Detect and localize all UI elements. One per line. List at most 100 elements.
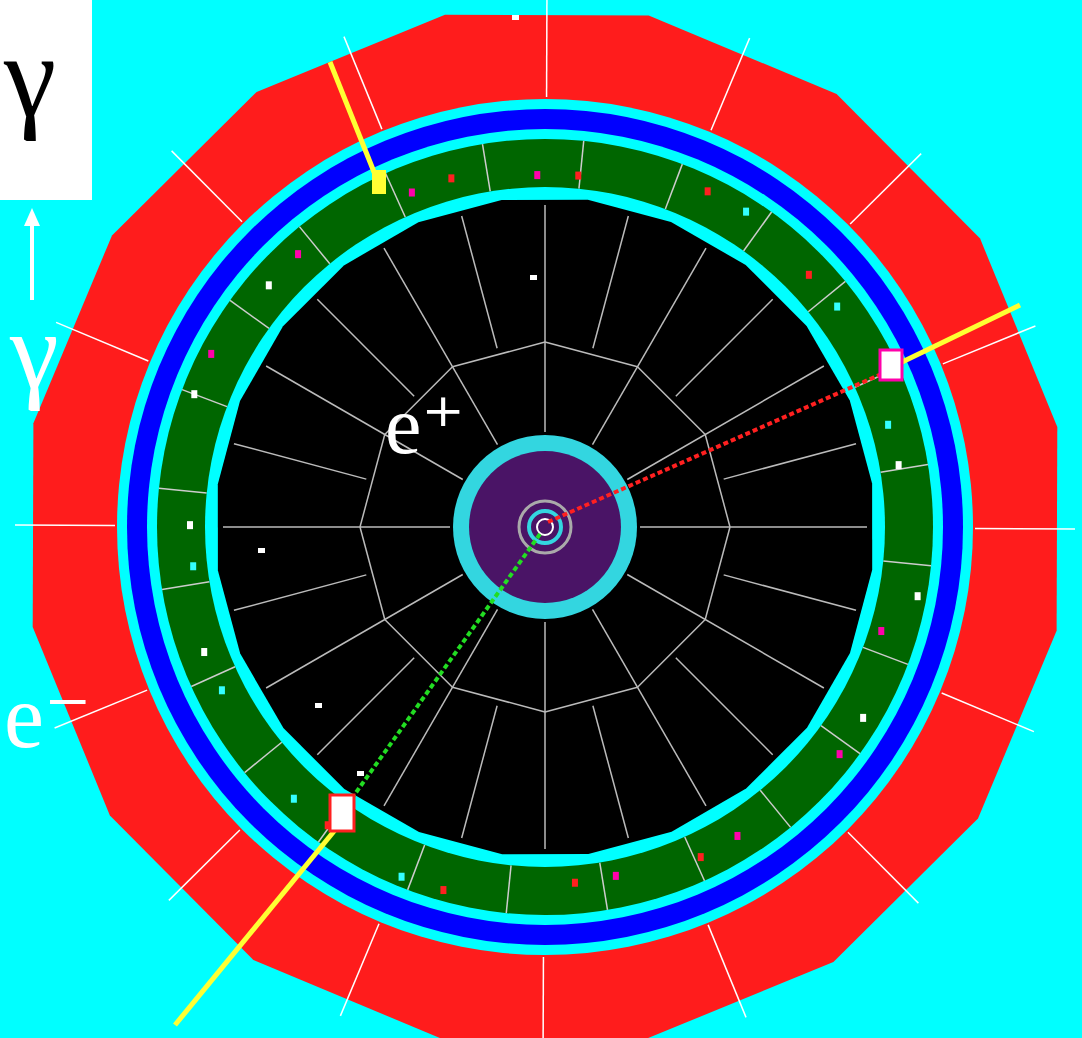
tracks xyxy=(175,62,1020,1025)
segment-line xyxy=(162,582,209,590)
hit xyxy=(399,873,405,881)
segment-line xyxy=(299,227,329,264)
hit xyxy=(860,714,866,722)
photon-label: γ xyxy=(4,18,56,136)
sector-line xyxy=(462,216,497,348)
electron-track xyxy=(345,534,540,808)
segment-line xyxy=(386,173,406,217)
hit xyxy=(534,171,540,179)
sector-line xyxy=(453,342,546,367)
segment-line xyxy=(942,693,1034,732)
segment-line xyxy=(172,151,242,222)
sector-line xyxy=(462,706,497,838)
photon-label: γ xyxy=(10,296,59,406)
inner-detector xyxy=(453,435,637,619)
hit xyxy=(915,592,921,600)
gap xyxy=(205,187,885,867)
sector-line xyxy=(317,299,414,396)
hit xyxy=(409,189,415,197)
sector-line xyxy=(593,706,628,838)
segment-line xyxy=(579,141,584,189)
sector-line xyxy=(724,444,856,479)
arrow-head xyxy=(24,208,40,226)
segment-line xyxy=(848,832,918,903)
hit xyxy=(258,548,265,553)
detector-rings xyxy=(15,0,1075,1038)
segment-line xyxy=(863,647,908,664)
hit xyxy=(512,15,519,20)
segment-line xyxy=(821,726,860,754)
sector-line xyxy=(593,609,707,806)
hit xyxy=(885,421,891,429)
hit xyxy=(315,703,322,708)
positron-track xyxy=(548,368,895,522)
segment-line xyxy=(340,924,379,1016)
segment-line xyxy=(542,957,544,1038)
segment-line xyxy=(245,742,282,772)
sector-line xyxy=(705,527,730,620)
beam-pipe xyxy=(529,511,561,543)
hit xyxy=(357,771,364,776)
hit xyxy=(440,886,446,894)
sector-line xyxy=(544,205,546,432)
hit xyxy=(266,281,272,289)
segment-line xyxy=(15,524,115,526)
electron-label: e⁻ xyxy=(4,672,91,762)
energy-deposit xyxy=(880,350,902,380)
hit xyxy=(572,879,578,887)
sector-line xyxy=(453,687,546,712)
hit xyxy=(743,208,749,216)
sector-line xyxy=(627,575,824,689)
sector-line xyxy=(234,444,366,479)
hit xyxy=(325,821,331,829)
sector-line xyxy=(544,622,546,849)
gap xyxy=(147,129,943,925)
energy-deposit xyxy=(330,795,354,831)
hit xyxy=(613,872,619,880)
hit xyxy=(187,521,193,529)
segment-line xyxy=(600,863,608,910)
sector-line xyxy=(360,435,385,528)
segment-line xyxy=(482,144,490,191)
sector-line xyxy=(266,575,463,689)
segment-line xyxy=(881,464,928,472)
segment-line xyxy=(943,326,1036,364)
energy-line xyxy=(175,830,335,1025)
hit xyxy=(219,686,225,694)
label-box xyxy=(0,0,92,200)
vertex-region xyxy=(469,451,621,603)
sector-line xyxy=(545,342,638,367)
segment-line xyxy=(850,154,921,224)
segment-line xyxy=(975,528,1075,530)
hit xyxy=(878,627,884,635)
segment-line xyxy=(665,164,682,209)
hadron-calorimeter xyxy=(33,15,1058,1038)
positron-label: e⁺ xyxy=(385,385,465,467)
segment-line xyxy=(191,667,235,687)
sector-line xyxy=(676,658,773,755)
arrow-shaft xyxy=(30,222,34,300)
sector-line xyxy=(223,526,450,528)
hit xyxy=(295,250,301,258)
segment-line xyxy=(408,845,425,890)
hit xyxy=(575,172,581,180)
segment-line xyxy=(169,830,240,900)
segment-line xyxy=(159,488,207,493)
hit xyxy=(208,350,214,358)
sector-line xyxy=(545,687,638,712)
segment-line xyxy=(546,0,548,97)
hit xyxy=(190,562,196,570)
segment-line xyxy=(808,281,845,311)
energy-deposit xyxy=(880,350,902,380)
energy-line xyxy=(898,305,1020,364)
sector-line xyxy=(593,216,628,348)
sector-line xyxy=(234,575,366,610)
segment-line xyxy=(506,865,511,913)
segment-line xyxy=(230,300,269,328)
hit xyxy=(698,853,704,861)
sector-line xyxy=(317,658,414,755)
sector-line xyxy=(593,248,707,445)
segment-line xyxy=(708,925,746,1018)
